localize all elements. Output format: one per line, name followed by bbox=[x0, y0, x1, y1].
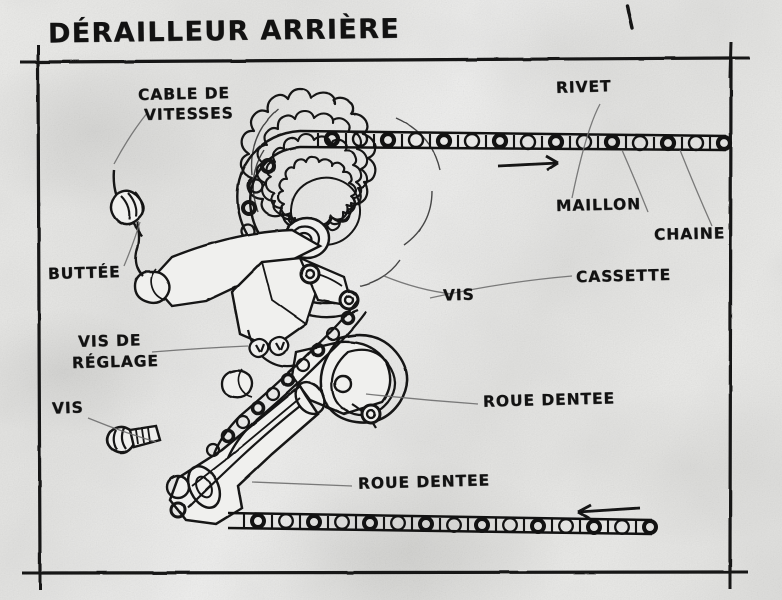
chain-bottom-run bbox=[227, 511, 658, 536]
chain-bottom-links bbox=[242, 514, 638, 534]
leader-maillon bbox=[621, 149, 649, 213]
loose-screw bbox=[105, 424, 162, 455]
label-vis-de-reglage-line2: RÉGLAGE bbox=[71, 351, 160, 373]
page-title: DÉRAILLEUR ARRIÈRE bbox=[47, 13, 401, 50]
label-cassette: CASSETTE bbox=[575, 265, 672, 287]
drawing-frame bbox=[20, 4, 750, 590]
label-cable-de-vitesses-line1: CABLE DE bbox=[137, 84, 231, 104]
leader-roue-dentee-upper bbox=[365, 393, 479, 405]
label-chaine: CHAINE bbox=[653, 224, 726, 244]
chain-top-links bbox=[316, 133, 712, 150]
chain-top-rollers bbox=[323, 130, 733, 152]
leader-chaine bbox=[679, 149, 713, 227]
label-vis-center: VIS bbox=[442, 285, 475, 305]
leader-vis-center bbox=[383, 275, 453, 295]
derailleur-upper-arm bbox=[133, 228, 360, 368]
leader-buttee bbox=[123, 221, 141, 267]
label-cable-de-vitesses-line2: VITESSES bbox=[143, 104, 234, 124]
leader-vis-left bbox=[87, 417, 157, 443]
label-buttee: BUTTÉE bbox=[47, 262, 121, 284]
derailleur-p-knuckle bbox=[290, 333, 409, 429]
leader-roue-dentee-lower bbox=[251, 481, 353, 487]
arrow-chain-bottom-left bbox=[577, 503, 641, 521]
label-roue-dentee-lower: ROUE DENTEE bbox=[357, 471, 491, 493]
label-roue-dentee-upper: ROUE DENTEE bbox=[482, 389, 616, 411]
leader-rivet bbox=[571, 103, 601, 199]
leader-lines bbox=[87, 103, 713, 487]
derailleur-cage bbox=[165, 380, 326, 526]
label-vis-de-reglage-line1: VIS DE bbox=[77, 331, 142, 351]
leader-cassette bbox=[429, 275, 573, 299]
direction-arrows bbox=[497, 154, 641, 521]
label-maillon: MAILLON bbox=[555, 195, 642, 215]
label-rivet: RIVET bbox=[555, 77, 612, 97]
chain-top-run bbox=[299, 129, 733, 152]
label-vis-left: VIS bbox=[51, 398, 85, 418]
leader-vis-de-reglage bbox=[151, 345, 249, 353]
chain-through-cage bbox=[205, 299, 367, 459]
cable-ferrule bbox=[109, 189, 145, 226]
gear-cable bbox=[109, 169, 145, 277]
arrow-chain-top-right bbox=[497, 154, 559, 172]
adjustment-screws bbox=[220, 335, 290, 399]
leader-cable bbox=[113, 111, 149, 165]
